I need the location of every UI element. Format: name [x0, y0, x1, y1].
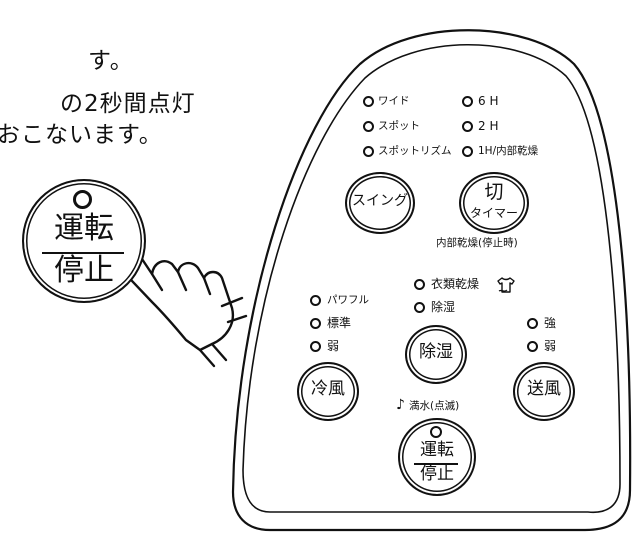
- led-swing-spot: [363, 121, 374, 132]
- callout-power-led: [73, 190, 92, 209]
- label-cool-weak: 弱: [327, 339, 340, 353]
- callout-power-divider: [42, 252, 124, 254]
- off-timer-button-label-bottom: タイマー: [469, 206, 518, 220]
- note-icon: ♪: [396, 397, 405, 413]
- label-laundry-dry: 衣類乾燥: [431, 277, 480, 291]
- label-dehumidify: 除湿: [431, 300, 456, 314]
- led-cool-standard: [310, 318, 321, 329]
- label-timer-2h: 2 H: [478, 119, 499, 133]
- intro-text-line-3: おこないます。: [0, 122, 163, 148]
- led-cool-powerful: [310, 295, 321, 306]
- water-full-note: 満水(点滅): [409, 400, 460, 412]
- label-swing-spot: スポット: [378, 120, 420, 132]
- cool-button[interactable]: 冷風: [297, 362, 359, 421]
- led-cool-weak: [310, 341, 321, 352]
- led-timer-6h: [462, 96, 473, 107]
- label-timer-6h: 6 H: [478, 94, 499, 108]
- shirt-icon: [497, 277, 515, 293]
- label-timer-1h-internal-dry: 1H/内部乾燥: [478, 145, 539, 157]
- swing-button[interactable]: スイング: [345, 172, 415, 234]
- led-timer-1h-internal-dry: [462, 146, 473, 157]
- callout-power-button[interactable]: 運転 停止: [22, 179, 146, 303]
- intro-text-line-1: す。: [88, 48, 134, 74]
- label-swing-wide: ワイド: [378, 95, 410, 107]
- callout-power-label-bottom: 停止: [54, 253, 114, 288]
- pointing-hand-icon: [108, 243, 248, 368]
- power-button[interactable]: 運転 停止: [398, 418, 476, 496]
- off-timer-button[interactable]: 切 タイマー: [459, 172, 529, 234]
- led-fan-strong: [527, 318, 538, 329]
- label-fan-weak: 弱: [544, 339, 557, 353]
- label-fan-strong: 強: [544, 316, 557, 330]
- led-swing-wide: [363, 96, 374, 107]
- power-button-divider: [414, 463, 458, 465]
- power-led: [430, 426, 442, 438]
- label-swing-spot-rhythm: スポットリズム: [378, 145, 452, 157]
- fan-button[interactable]: 送風: [513, 362, 575, 421]
- label-cool-powerful: パワフル: [327, 294, 369, 306]
- led-laundry-dry: [414, 279, 425, 290]
- power-button-label-top: 運転: [420, 440, 454, 460]
- swing-button-label: スイング: [352, 193, 408, 209]
- off-timer-note: 内部乾燥(停止時): [436, 237, 518, 249]
- led-dehumidify: [414, 302, 425, 313]
- fan-button-label: 送風: [527, 379, 561, 399]
- intro-text-line-2: の2秒間点灯: [60, 91, 196, 117]
- led-timer-2h: [462, 121, 473, 132]
- cool-button-label: 冷風: [311, 379, 345, 399]
- led-swing-spot-rhythm: [363, 146, 374, 157]
- dehumidify-button-label: 除湿: [419, 342, 453, 362]
- power-button-label-bottom: 停止: [420, 464, 454, 484]
- off-timer-button-label-top: 切: [484, 181, 504, 203]
- label-cool-standard: 標準: [327, 316, 352, 330]
- led-fan-weak: [527, 341, 538, 352]
- dehumidify-button[interactable]: 除湿: [405, 325, 467, 384]
- callout-power-label-top: 運転: [54, 211, 114, 246]
